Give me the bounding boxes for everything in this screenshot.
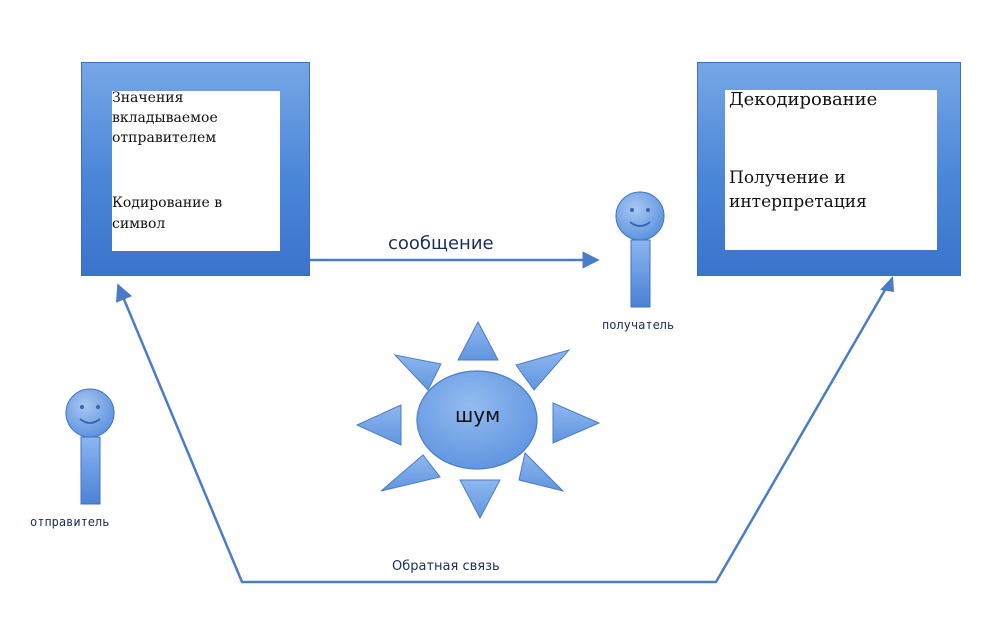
sun-center [416, 370, 538, 470]
sender-meaning-line2: вкладываемое [112, 110, 218, 126]
sender-figure-icon [65, 388, 115, 505]
sun-ray-top-right [515, 349, 571, 391]
sun-ray-left [355, 404, 402, 446]
sender-encoding-line2: символ [112, 216, 166, 232]
noise-sun-icon [355, 320, 601, 520]
receiver-interpret-line2: интерпретация [729, 192, 867, 212]
receiver-decoding-label: Декодирование [729, 89, 878, 110]
sun-ray-bottom-left [380, 454, 441, 492]
feedback-arrow [115, 282, 891, 584]
sender-frame-inner [112, 91, 280, 251]
sender-label: отправитель [30, 515, 110, 529]
sun-ray-top [457, 320, 499, 361]
noise-label: шум [455, 403, 501, 427]
receiver-frame-inner [725, 90, 937, 250]
sun-ray-bottom [459, 479, 501, 520]
receiver-interpret-line1: Получение и [729, 168, 846, 188]
sender-frame [81, 62, 310, 276]
sender-encoding-line1: Кодирование в [112, 195, 223, 211]
receiver-figure-icon [615, 191, 665, 308]
sender-meaning-line3: отправителем [112, 130, 217, 146]
message-label: сообщение [388, 233, 494, 254]
receiver-frame [697, 62, 961, 276]
sun-ray-bottom-right [518, 452, 565, 492]
receiver-label: получатель [602, 318, 675, 332]
sun-ray-top-left [393, 354, 442, 391]
sender-meaning-line1: Значения [112, 90, 184, 106]
sun-ray-right [552, 402, 601, 444]
feedback-label: Обратная связь [392, 559, 500, 574]
feedback-arrow-head-right [880, 276, 894, 292]
